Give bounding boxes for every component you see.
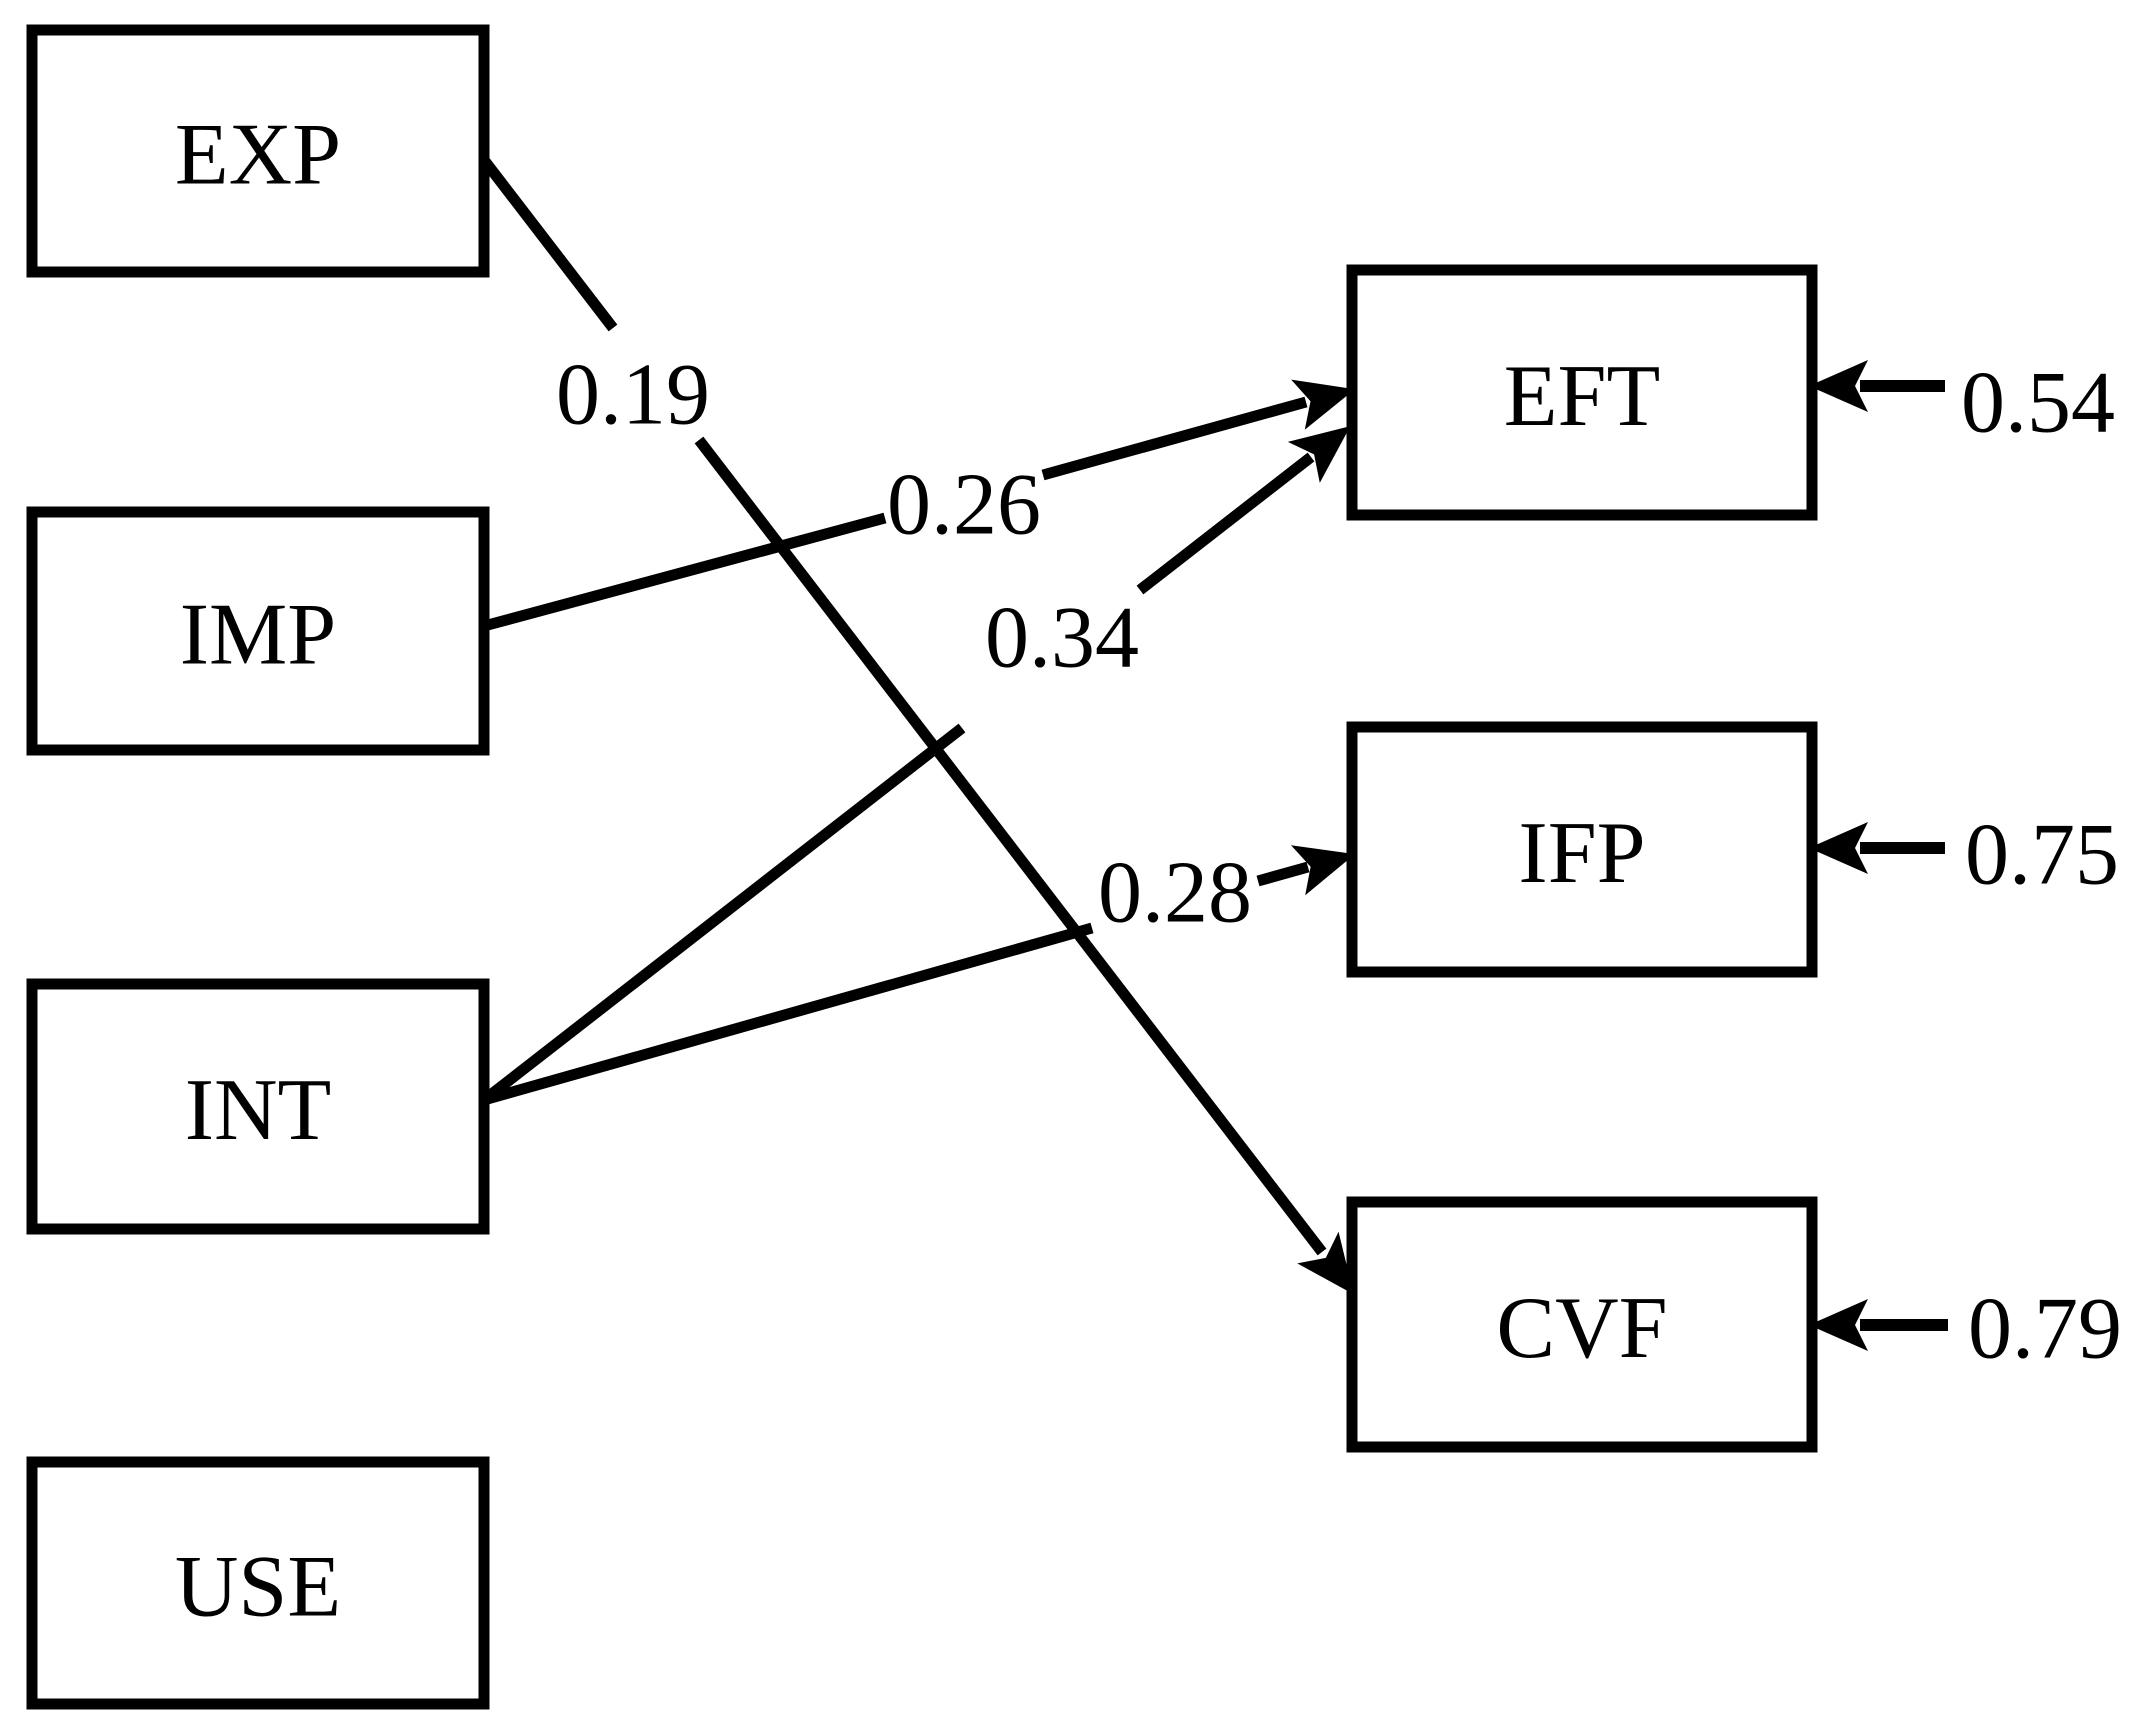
arrowhead-icon xyxy=(1291,845,1355,896)
node-box-imp xyxy=(26,506,490,756)
residual-arrow-res-cvf: 0.79 xyxy=(1809,1281,2122,1378)
node-label-imp: IMP xyxy=(180,587,337,684)
node-label-cvf: CVF xyxy=(1496,1280,1667,1377)
residual-arrow-res-ifp: 0.75 xyxy=(1809,807,2119,904)
node-cvf: CVF xyxy=(1346,1196,1818,1453)
node-int: INT xyxy=(26,978,490,1235)
arrowhead-icon xyxy=(1809,1299,1868,1351)
node-imp: IMP xyxy=(26,506,490,756)
node-label-use: USE xyxy=(175,1539,341,1636)
arrowhead-icon xyxy=(1291,379,1355,430)
path-line-int-eft xyxy=(480,723,966,1105)
node-exp: EXP xyxy=(26,24,490,278)
residual-arrow-res-eft: 0.54 xyxy=(1809,355,2115,452)
arrowhead-icon xyxy=(1809,360,1868,412)
node-box-int xyxy=(26,978,490,1235)
arrowhead-icon xyxy=(1297,1231,1354,1295)
path-line-int-eft xyxy=(1136,452,1315,595)
path-arrow-int-eft: 0.34 xyxy=(480,426,1351,1105)
path-arrow-exp-cvf: 0.19 xyxy=(479,156,1354,1295)
path-arrow-int-ifp: 0.28 xyxy=(482,845,1355,1106)
path-arrow-imp-eft: 0.26 xyxy=(482,379,1355,632)
arrowhead-icon xyxy=(1809,822,1868,874)
residual-value-label: 0.79 xyxy=(1968,1281,2122,1378)
node-box-ifp xyxy=(1346,721,1818,978)
node-use: USE xyxy=(26,1456,490,1710)
residual-value-label: 0.54 xyxy=(1961,355,2115,452)
residual-value-label: 0.75 xyxy=(1965,807,2119,904)
node-label-ifp: IFP xyxy=(1518,805,1645,902)
node-ifp: IFP xyxy=(1346,721,1818,978)
node-box-eft xyxy=(1346,264,1818,521)
path-coefficient-label: 0.19 xyxy=(556,347,710,444)
node-label-eft: EFT xyxy=(1504,348,1660,445)
path-line-exp-cvf xyxy=(479,156,618,332)
path-line-exp-cvf xyxy=(694,436,1327,1256)
node-box-cvf xyxy=(1346,1196,1818,1453)
node-eft: EFT xyxy=(1346,264,1818,521)
node-box-exp xyxy=(26,24,490,278)
node-label-exp: EXP xyxy=(175,107,341,204)
node-box-use xyxy=(26,1456,490,1710)
path-line-imp-eft xyxy=(482,512,887,632)
path-line-int-ifp xyxy=(482,922,1094,1106)
arrowhead-icon xyxy=(1287,426,1351,483)
path-line-int-ifp xyxy=(1256,861,1310,887)
path-coefficient-label: 0.28 xyxy=(1098,845,1252,942)
node-label-int: INT xyxy=(185,1062,332,1159)
path-line-imp-eft xyxy=(1041,396,1308,481)
path-coefficient-label: 0.34 xyxy=(985,590,1139,687)
path-coefficient-label: 0.26 xyxy=(887,457,1041,554)
